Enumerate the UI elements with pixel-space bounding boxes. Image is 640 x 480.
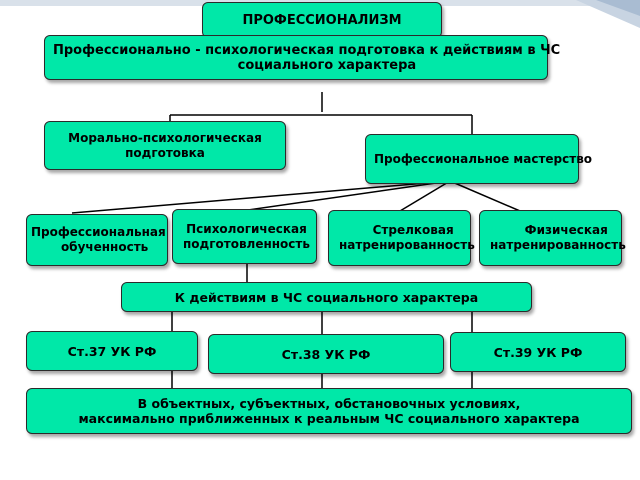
professional-mastery-box: Профессиональное мастерство: [365, 134, 592, 184]
article-37-box: Ст.37 УК РФ: [26, 331, 198, 371]
main-training-box: Профессионально - психологическая подгот…: [44, 35, 560, 80]
psychological-readiness-box: Психологическая подготовленность: [172, 209, 317, 264]
conditions-box: В объектных, субъектных, обстановочных у…: [26, 388, 632, 434]
professional-training-box: Профессиональная обученность: [26, 214, 168, 266]
title-box: ПРОФЕССИОНАЛИЗМ: [202, 2, 442, 38]
article-38-box: Ст.38 УК РФ: [208, 334, 444, 374]
physical-training-box: Физическая натренированность: [479, 210, 626, 266]
moral-training-box: Морально-психологическая подготовка: [44, 121, 286, 170]
corner-decoration: [576, 0, 640, 28]
shooting-training-box: Стрелковая натренированность: [328, 210, 475, 266]
action-box: К действиям в ЧС социального характера: [121, 282, 532, 312]
article-39-box: Ст.39 УК РФ: [450, 332, 626, 372]
